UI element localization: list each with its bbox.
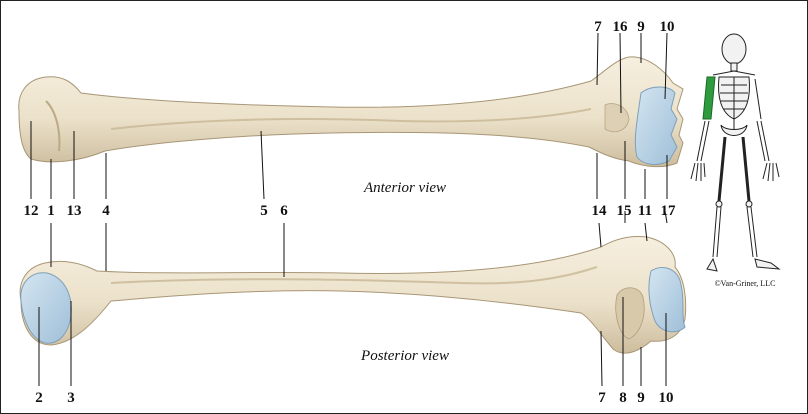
left-knee bbox=[715, 200, 723, 208]
anterior-bottom-leaders bbox=[30, 121, 668, 200]
pelvis bbox=[720, 124, 748, 136]
right-humerus bbox=[754, 78, 762, 120]
anterior-capitulum-trochlea bbox=[634, 86, 678, 165]
label-17: 17 bbox=[661, 203, 677, 219]
label-7-posterior: 7 bbox=[598, 390, 606, 406]
neck bbox=[730, 62, 738, 72]
anterior-bottom-labels: 12 1 13 4 5 6 14 15 11 17 bbox=[24, 203, 677, 219]
posterior-view-caption: Posterior view bbox=[360, 348, 449, 364]
left-hand bbox=[690, 162, 706, 182]
label-8: 8 bbox=[619, 390, 627, 406]
label-13: 13 bbox=[67, 203, 82, 219]
label-10-anterior: 10 bbox=[660, 19, 675, 35]
label-7-anterior: 7 bbox=[594, 19, 602, 35]
right-hand bbox=[762, 162, 780, 182]
skeleton-inset bbox=[690, 33, 781, 272]
label-14: 14 bbox=[592, 203, 608, 219]
anterior-humerus-groove bbox=[45, 100, 61, 152]
posterior-leaders bbox=[38, 210, 668, 387]
right-radius-ulna bbox=[760, 120, 770, 162]
label-11: 11 bbox=[638, 203, 652, 219]
left-radius-ulna-2 bbox=[700, 120, 710, 162]
label-1: 1 bbox=[47, 203, 55, 219]
label-12: 12 bbox=[24, 203, 39, 219]
label-16: 16 bbox=[613, 19, 629, 35]
label-9-posterior: 9 bbox=[637, 390, 645, 406]
label-2: 2 bbox=[35, 390, 43, 406]
anterior-fossa bbox=[604, 103, 630, 133]
anterior-view-caption: Anterior view bbox=[363, 180, 446, 196]
label-4: 4 bbox=[102, 203, 110, 219]
right-radius-ulna-2 bbox=[756, 120, 766, 162]
anterior-humerus-shaft bbox=[18, 56, 684, 168]
posterior-trochlea-cartilage bbox=[648, 267, 686, 333]
left-radius-ulna bbox=[696, 120, 706, 162]
anterior-top-leaders bbox=[596, 32, 668, 114]
anterior-humerus-ridge bbox=[110, 108, 592, 130]
label-5: 5 bbox=[260, 203, 268, 219]
anterior-top-labels: 7 16 9 10 bbox=[594, 19, 674, 35]
posterior-shaft-ridge bbox=[110, 266, 598, 285]
label-15: 15 bbox=[617, 203, 632, 219]
label-3: 3 bbox=[67, 390, 75, 406]
posterior-humerus bbox=[19, 236, 687, 354]
right-knee bbox=[745, 200, 753, 208]
left-femur bbox=[717, 136, 727, 202]
left-lower-leg bbox=[712, 206, 722, 258]
right-lower-leg bbox=[746, 206, 758, 258]
left-foot bbox=[706, 257, 718, 272]
skull bbox=[721, 33, 747, 65]
right-foot bbox=[754, 258, 781, 270]
label-10-posterior: 10 bbox=[659, 390, 674, 406]
posterior-labels: 2 3 7 8 9 10 bbox=[35, 390, 673, 406]
anterior-humerus bbox=[18, 56, 684, 168]
label-9-anterior: 9 bbox=[637, 19, 645, 35]
right-femur bbox=[741, 136, 751, 202]
copyright-text: ©Van-Griner, LLC bbox=[715, 279, 776, 288]
label-6: 6 bbox=[280, 203, 288, 219]
posterior-humerus-shaft bbox=[19, 236, 687, 354]
clavicles bbox=[712, 70, 756, 76]
highlighted-humerus bbox=[702, 76, 716, 120]
